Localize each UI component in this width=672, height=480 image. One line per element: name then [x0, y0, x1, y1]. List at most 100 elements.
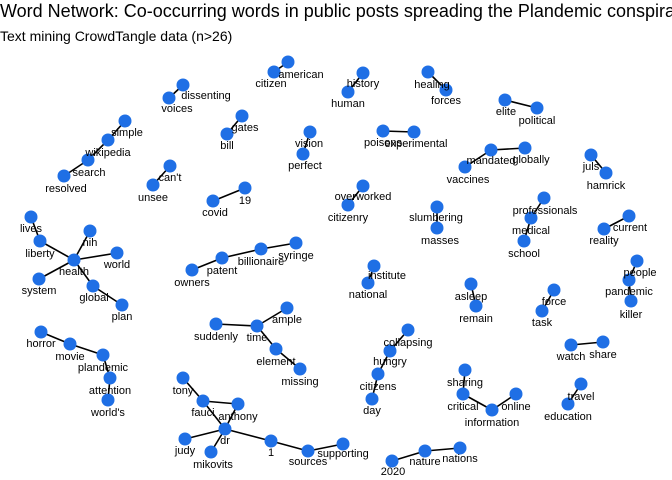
node-resolved — [57, 169, 71, 183]
node-label-human: human — [331, 98, 365, 110]
node-force — [547, 283, 561, 297]
node-label-forces: forces — [431, 95, 461, 107]
node-label-education: education — [544, 411, 592, 423]
node-label-can't: can't — [159, 172, 182, 184]
node-label-information: information — [465, 417, 519, 429]
node-time — [250, 319, 264, 333]
node-label-lives: lives — [20, 223, 43, 235]
edge-patent-billionaire — [221, 248, 262, 259]
node-system — [32, 272, 46, 286]
node-world's — [101, 393, 115, 407]
node-label-1: 1 — [268, 447, 274, 459]
node-label-attention: attention — [89, 385, 131, 397]
node-label-political: political — [519, 115, 556, 127]
node-label-dissenting: dissenting — [181, 90, 231, 102]
node-label-professionals: professionals — [513, 205, 578, 217]
chart-subtitle: Text mining CrowdTangle data (n>26) — [0, 28, 233, 44]
node-sharing — [458, 363, 472, 377]
node-healing — [421, 65, 435, 79]
node-mikovits — [204, 445, 218, 459]
node-dr — [218, 422, 232, 436]
node-forces — [439, 83, 453, 97]
node-information — [485, 403, 499, 417]
node-label-missing: missing — [281, 376, 318, 388]
node-suddenly — [209, 317, 223, 331]
node-label-institute: institute — [368, 270, 406, 282]
node-day — [365, 392, 379, 406]
node-label-gates: gates — [232, 122, 259, 134]
node-label-ample: ample — [272, 314, 302, 326]
node-label-remain: remain — [459, 313, 493, 325]
node-syringe — [289, 236, 303, 250]
node-label-killer: killer — [620, 309, 643, 321]
node-asleep — [464, 277, 478, 291]
node-label-tony: tony — [173, 385, 194, 397]
node-label-syringe: syringe — [278, 250, 313, 262]
node-label-asleep: asleep — [455, 291, 487, 303]
node-citizenry — [341, 198, 355, 212]
node-label-owners: owners — [174, 277, 210, 289]
node-perfect — [296, 147, 310, 161]
node-label-experimental: experimental — [385, 138, 448, 150]
node-label-unsee: unsee — [138, 192, 168, 204]
node-lives — [24, 210, 38, 224]
node-history — [356, 66, 370, 80]
node-tony — [176, 371, 190, 385]
node-sources — [301, 444, 315, 458]
node-mandated — [484, 143, 498, 157]
node-globally — [518, 141, 532, 155]
node-bill — [220, 127, 234, 141]
node-label-globally: globally — [512, 154, 550, 166]
node-label-liberty: liberty — [25, 248, 55, 260]
node-label-poisons: poisons — [364, 137, 402, 149]
node-label-hungry: hungry — [373, 356, 407, 368]
node-can't — [163, 159, 177, 173]
node-2020 — [385, 454, 399, 468]
node-anthony — [231, 397, 245, 411]
node-label-19: 19 — [239, 195, 251, 207]
node-label-nature: nature — [409, 456, 440, 468]
node-covid — [206, 194, 220, 208]
node-label-day: day — [363, 405, 381, 417]
node-travel — [574, 377, 588, 391]
node-label-simple: simple — [111, 127, 143, 139]
node-label-dr: dr — [220, 435, 230, 447]
node-school — [517, 234, 531, 248]
node-label-bill: bill — [220, 140, 233, 152]
node-label-masses: masses — [421, 235, 459, 247]
node-plandemic — [96, 348, 110, 362]
node-label-overworked: overworked — [335, 191, 392, 203]
node-label-element: element — [256, 356, 295, 368]
edge-dr-1 — [224, 428, 272, 442]
node-health — [67, 253, 81, 267]
node-killer — [624, 294, 638, 308]
edge-health-system — [38, 259, 75, 280]
node-label-reality: reality — [589, 235, 619, 247]
node-label-citizen: citizen — [255, 78, 286, 90]
node-owners — [185, 263, 199, 277]
node-online — [509, 387, 523, 401]
node-label-mandated: mandated — [467, 155, 516, 167]
node-collapsing — [401, 323, 415, 337]
node-voices — [162, 91, 176, 105]
node-patent — [215, 251, 229, 265]
node-horror — [34, 325, 48, 339]
node-label-national: national — [349, 289, 388, 301]
node-plan — [115, 298, 129, 312]
node-citizens — [371, 367, 385, 381]
node-dissenting — [176, 78, 190, 92]
node-label-force: force — [542, 296, 566, 308]
node-label-slumbering: slumbering — [409, 212, 463, 224]
node-political — [530, 101, 544, 115]
node-juls — [584, 148, 598, 162]
node-label-vaccines: vaccines — [447, 174, 490, 186]
node-label-plandemic: plandemic — [78, 362, 129, 374]
node-label-nations: nations — [442, 453, 478, 465]
node-label-judy: judy — [174, 445, 196, 457]
node-nih — [83, 224, 97, 238]
node-nations — [453, 441, 467, 455]
node-education — [561, 397, 575, 411]
node-label-healing: healing — [414, 79, 449, 91]
node-label-supporting: supporting — [317, 448, 368, 460]
